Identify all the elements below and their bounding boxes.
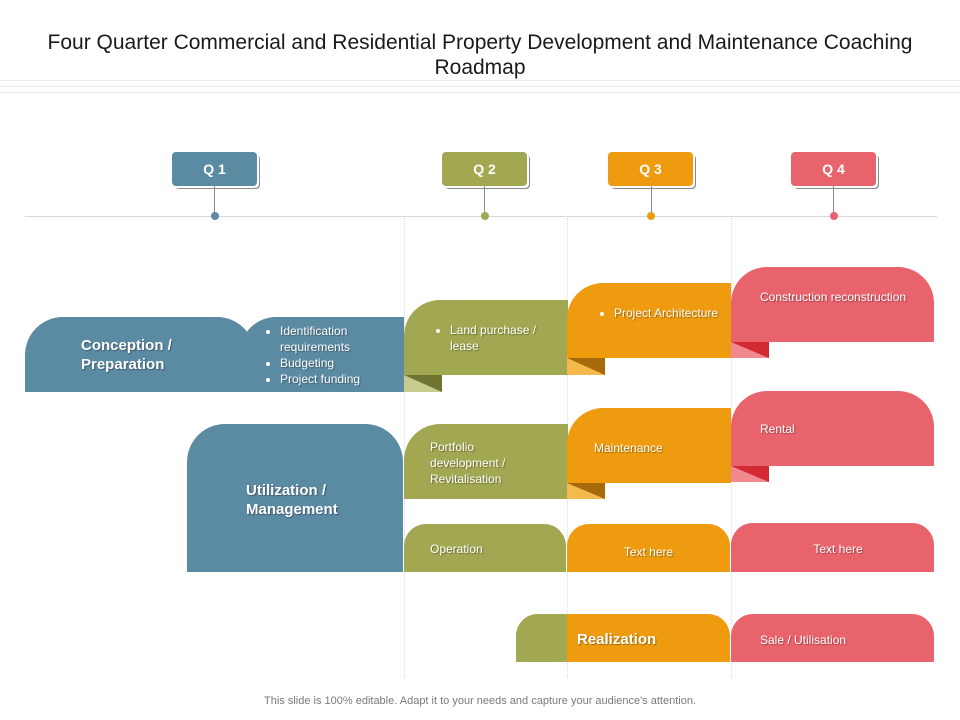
list-item: Identification requirements: [280, 323, 402, 355]
operation-q2-text: Operation: [430, 542, 483, 556]
realization-label: Realization: [577, 631, 657, 648]
footer-note: This slide is 100% editable. Adapt it to…: [264, 695, 696, 707]
utilization-label-block: [187, 424, 403, 572]
utilization-q3-block: [567, 408, 731, 483]
quarter-q2: Q 2: [442, 152, 527, 186]
conception-q1-list: Identification requirements Budgeting Pr…: [262, 323, 402, 387]
fold-dark: [567, 358, 605, 375]
quarter-stem: [214, 186, 215, 214]
quarter-q3: Q 3: [608, 152, 693, 186]
quarter-dot: [211, 212, 219, 220]
conception-q4-block: [731, 267, 934, 342]
quarter-stem: [484, 186, 485, 214]
operation-q4-text: Text here: [813, 542, 863, 556]
conception-label: Conception / Preparation: [81, 337, 172, 373]
page-title: Four Quarter Commercial and Residential …: [47, 31, 913, 79]
conception-q2-block: [404, 300, 568, 375]
operation-q3-text: Text here: [623, 545, 674, 559]
utilization-q3-text: Maintenance: [594, 441, 663, 455]
utilization-q4-text: Rental: [760, 422, 795, 436]
operation-q4-block: [731, 523, 934, 572]
utilization-label: Utilization / Management: [246, 482, 338, 518]
conception-q2-list: Land purchase / lease: [432, 322, 562, 354]
fold-dark: [731, 342, 769, 358]
utilization-q2-text: Portfolio development / Revitalisation: [430, 440, 506, 486]
realization-q4-block: [731, 614, 934, 662]
list-item: Project Architecture: [614, 305, 726, 321]
realization-green-cap: [516, 614, 567, 662]
title-divider: [0, 80, 960, 81]
utilization-q4-block: [731, 391, 934, 466]
utilization-q2-block: [404, 424, 568, 499]
operation-q2-block: [404, 524, 566, 572]
quarter-q4: Q 4: [791, 152, 876, 186]
list-item: Project funding: [280, 371, 402, 387]
quarter-dot: [647, 212, 655, 220]
fold-dark: [731, 466, 769, 482]
operation-q3-block: [567, 524, 730, 572]
quarter-q1: Q 1: [172, 152, 257, 186]
list-item: Budgeting: [280, 355, 402, 371]
conception-label-block: [25, 317, 255, 392]
conception-q3-list: Project Architecture: [596, 305, 726, 321]
realization-q4-text: Sale / Utilisation: [760, 633, 847, 647]
conception-q3-block: [567, 283, 731, 358]
title-divider: [0, 86, 960, 87]
fold-dark: [404, 375, 442, 392]
list-item: Land purchase / lease: [450, 322, 562, 354]
quarter-dot: [830, 212, 838, 220]
conception-q1-block: [240, 317, 404, 392]
title-divider: [0, 92, 960, 93]
quarter-dot: [481, 212, 489, 220]
fold-dark: [567, 483, 605, 499]
quarter-stem: [833, 186, 834, 214]
column-guide: [404, 218, 405, 678]
quarter-stem: [651, 186, 652, 214]
conception-q4-text: Construction reconstruction: [760, 290, 907, 304]
